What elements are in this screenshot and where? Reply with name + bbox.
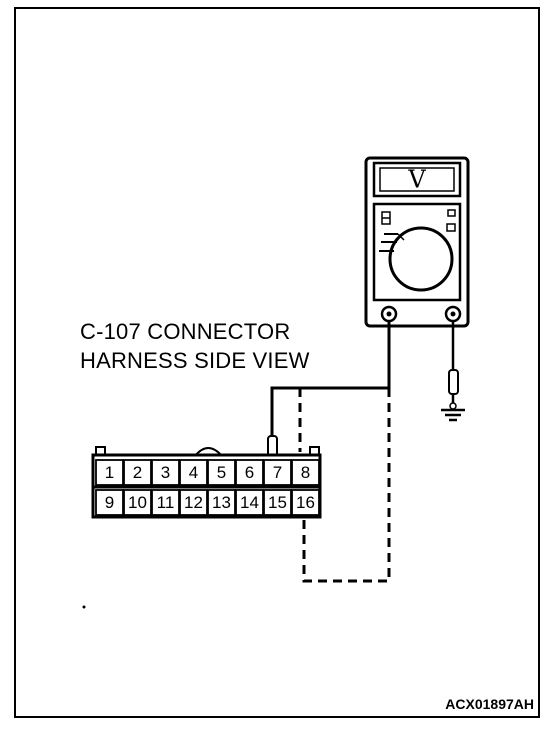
pin-cell	[235, 489, 264, 516]
pin-label: 7	[273, 463, 282, 482]
pin-cell	[235, 459, 264, 486]
pin-cell	[151, 459, 180, 486]
pin-label: 11	[157, 493, 175, 512]
pin-cell	[95, 459, 124, 486]
meter-mode-label: V	[407, 166, 426, 194]
voltmeter-icon: V	[364, 156, 470, 328]
figure-code: ACX01897AH	[445, 696, 534, 712]
pin-label: 12	[184, 493, 203, 512]
pin-cell	[207, 489, 236, 516]
pin-label: 16	[296, 493, 315, 512]
pin-cell	[123, 459, 152, 486]
ground-icon	[441, 402, 465, 422]
connector-subtitle: HARNESS SIDE VIEW	[80, 348, 310, 373]
pin-cell	[95, 489, 124, 516]
connector-title: C-107 CONNECTOR	[80, 319, 291, 344]
pin-cell	[207, 459, 236, 486]
pin-cell	[291, 489, 320, 516]
pin-label: 10	[128, 493, 147, 512]
pin-cell	[179, 459, 208, 486]
pin-cell	[151, 489, 180, 516]
pin-label: 1	[105, 463, 114, 482]
pin-label: 13	[212, 493, 231, 512]
diagram-frame	[14, 7, 540, 718]
pin-cell	[263, 489, 292, 516]
pin-label: 6	[245, 463, 254, 482]
dashed-lead	[298, 388, 391, 583]
pin-cell	[263, 459, 292, 486]
pin-label: 2	[133, 463, 142, 482]
pin-cell	[291, 459, 320, 486]
pin-cell	[179, 489, 208, 516]
positive-lead	[267, 321, 391, 463]
pin-label: 9	[105, 493, 114, 512]
pin-label: 14	[240, 493, 259, 512]
pin-label: 3	[161, 463, 170, 482]
pins-bottom-row: 9 10 11 12 13 14 15 16	[95, 489, 320, 516]
pin-label: 8	[301, 463, 310, 482]
ground-lead	[441, 321, 465, 422]
pin-label: 5	[217, 463, 226, 482]
pin-cell	[123, 489, 152, 516]
pin-label: 15	[268, 493, 287, 512]
pin-label: 4	[189, 463, 198, 482]
